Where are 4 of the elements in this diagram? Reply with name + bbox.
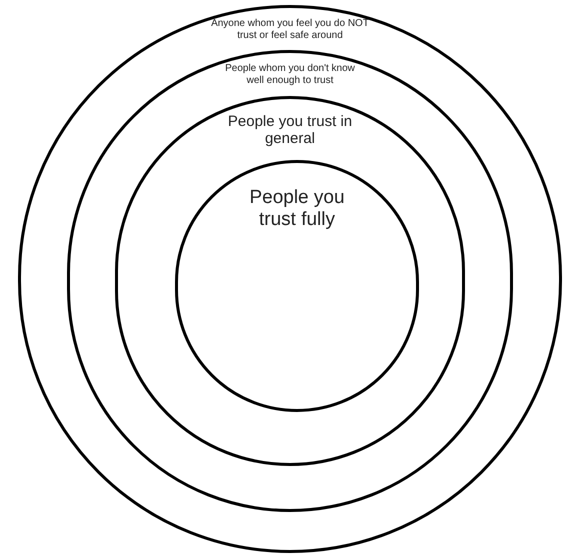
ring-label: Anyone whom you feel you do NOT trust or feel safe around xyxy=(210,18,370,41)
ring-label: People you trust fully xyxy=(248,187,346,231)
ring-label: People you trust in general xyxy=(226,113,354,148)
ring-label: People whom you don't know well enough to trust xyxy=(225,63,355,86)
